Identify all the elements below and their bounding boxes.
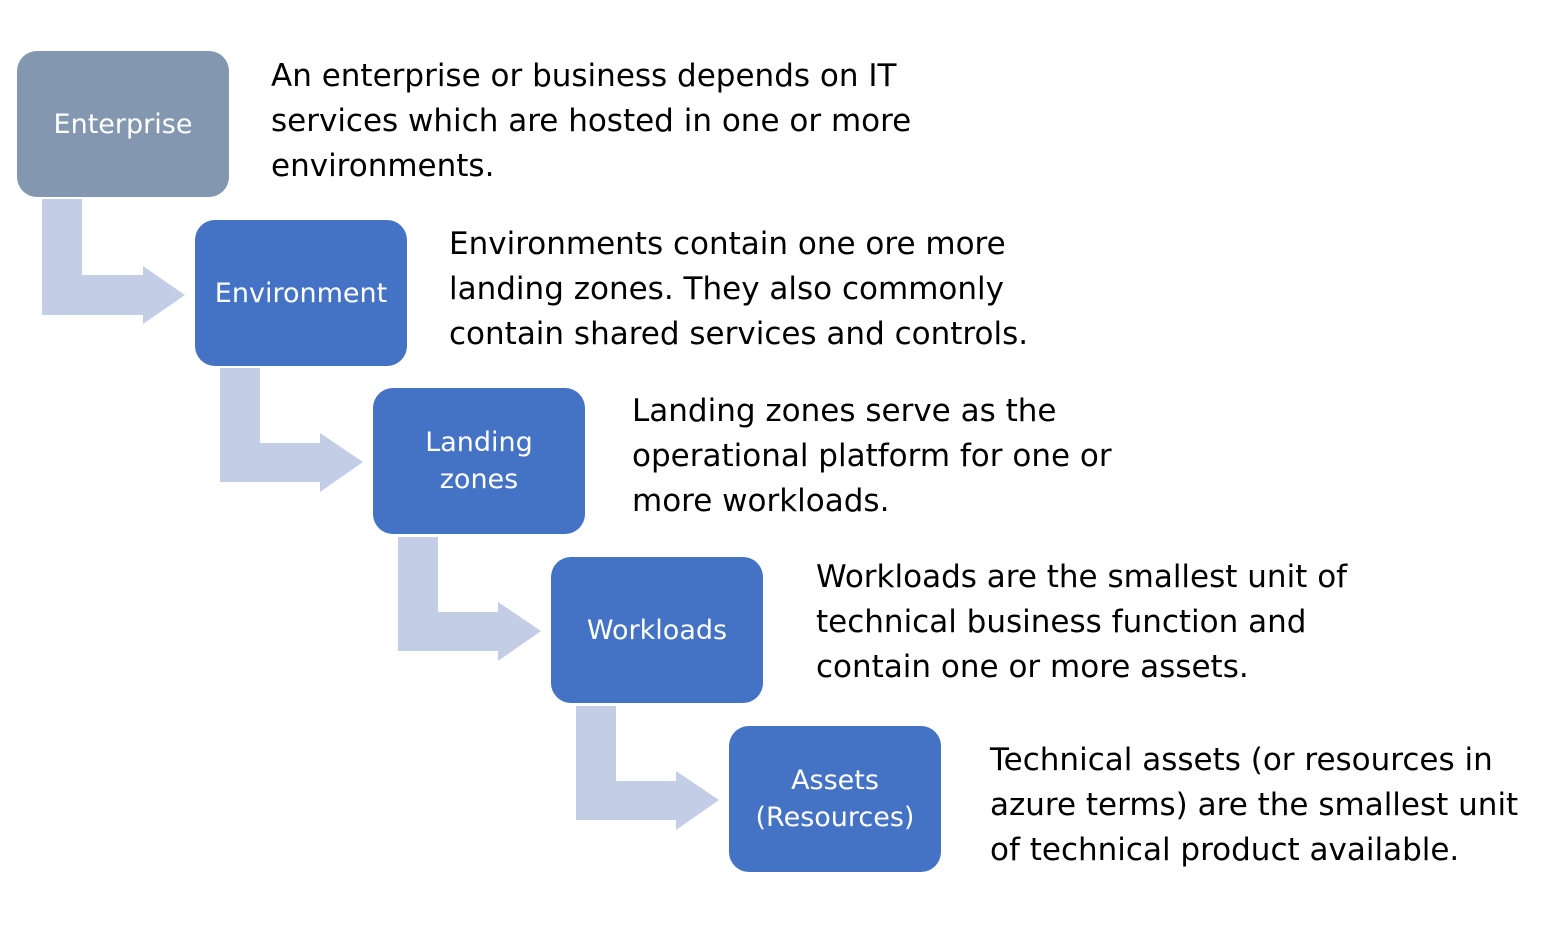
- workloads-description: Workloads are the smallest unit of techn…: [816, 559, 1348, 685]
- connector-arrow-landing-zones-workloads: [398, 537, 541, 661]
- connector-arrow-environment-landing-zones: [220, 368, 363, 492]
- landing-zones-label: Landing zones: [425, 427, 533, 495]
- connector-arrow-enterprise-environment: [42, 199, 185, 324]
- environment-description: Environments contain one ore more landin…: [449, 226, 1029, 352]
- assets-description: Technical assets (or resources in azure …: [990, 742, 1519, 868]
- enterprise-description: An enterprise or business depends on IT …: [271, 58, 912, 184]
- environment-box: Environment: [195, 220, 407, 366]
- enterprise-box: Enterprise: [17, 51, 229, 197]
- workloads-box: Workloads: [551, 557, 763, 703]
- landing-zones-description: Landing zones serve as the operational p…: [632, 393, 1112, 519]
- connector-arrow-workloads-assets: [576, 706, 719, 830]
- assets-label: Assets (Resources): [755, 765, 915, 833]
- assets-box: Assets (Resources): [729, 726, 941, 872]
- enterprise-label: Enterprise: [53, 108, 193, 140]
- environment-label: Environment: [214, 277, 388, 309]
- workloads-label: Workloads: [586, 614, 728, 646]
- landing-zones-box: Landing zones: [373, 388, 585, 534]
